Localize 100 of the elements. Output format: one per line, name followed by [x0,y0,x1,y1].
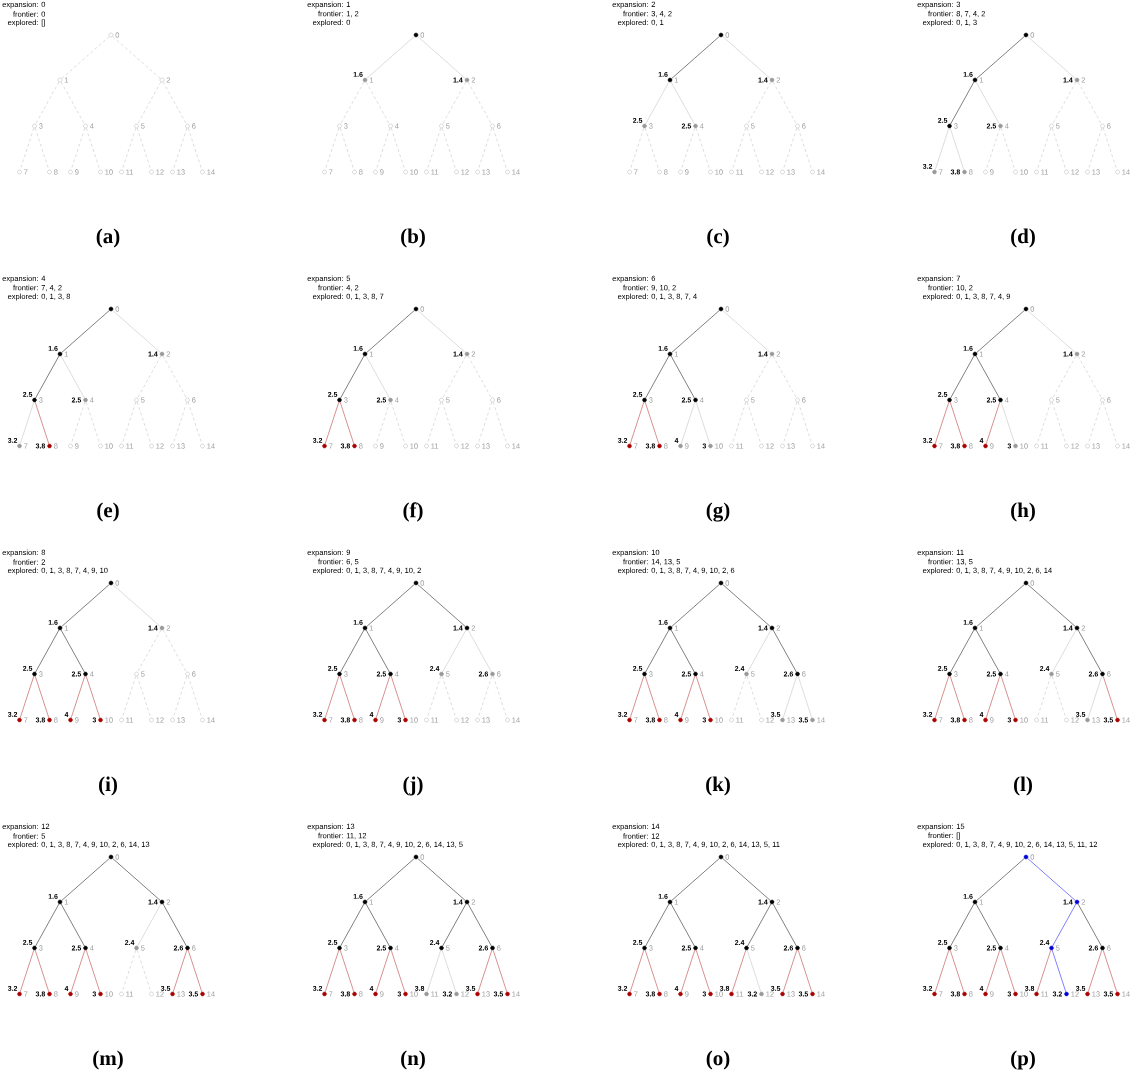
tree-edge [680,127,696,171]
tree-edge [1036,401,1052,445]
tree-edge [722,584,771,627]
tree-edge [375,127,391,171]
tree-edge [34,675,50,719]
tree-edge [35,629,60,673]
tree-edge [949,949,965,993]
tree-edge [324,675,340,719]
tree-edge [645,903,670,947]
tree-edge [492,127,508,171]
tree-edge [441,401,457,445]
tree-edge [172,127,188,171]
tree-edge [797,949,813,993]
tree-edge [467,81,492,125]
tree-edge [375,675,391,719]
tree-edge [950,81,975,125]
tree-edge [670,629,695,673]
tree-edge [390,675,406,719]
tree-edge [747,903,772,947]
tree-edge [136,675,152,719]
tree-edge [121,675,137,719]
tree-edge [187,949,203,993]
tree-edge [162,903,187,947]
tree-edge [731,127,747,171]
tree-edge [136,401,152,445]
tree-edge [85,675,101,719]
tree-edge [670,903,695,947]
tree-edge [70,401,86,445]
tree-edge [747,81,772,125]
tree-edge [136,127,152,171]
tree-edge [782,401,798,445]
tree-edge [426,401,442,445]
tree-edge [671,858,720,901]
tree-edge [1027,36,1076,79]
tree-edge [339,675,355,719]
tree-edge [934,127,950,171]
tree-edge [1000,675,1016,719]
tree-edge [1087,949,1103,993]
tree-edge [366,310,415,353]
tree-edge [772,903,797,947]
tree-edge [746,675,762,719]
tree-edge [950,903,975,947]
tree-edge [477,127,493,171]
tree-edge [85,401,101,445]
tree-edge [467,355,492,399]
tree-edge [85,127,101,171]
tree-edge [35,903,60,947]
tree-edge [60,355,85,399]
tree-edge [477,401,493,445]
tree-edge [324,401,340,445]
tree-edge [467,629,492,673]
panel-label: (a) [96,228,120,248]
tree-edge [985,127,1001,171]
tree-edge [137,81,162,125]
tree-edge [746,949,762,993]
tree-edge [339,127,355,171]
tree-edge [492,401,508,445]
tree-edge [722,858,771,901]
tree-edge [1036,127,1052,171]
tree-edge [477,675,493,719]
tree-edge [375,949,391,993]
tree-edge [1052,903,1077,947]
tree-edge [629,949,645,993]
panel-label: (j) [403,776,423,796]
tree-edge [35,355,60,399]
tree-edge [137,629,162,673]
tree-edge [442,903,467,947]
tree-edge [112,310,161,353]
tree-edge [441,127,457,171]
tree-edge [695,675,711,719]
tree-edge [975,81,1000,125]
tree-edge [19,949,35,993]
tree-edge [441,675,457,719]
tree-edge [121,127,137,171]
tree-edge [112,858,161,901]
tree-edge [492,675,508,719]
tree-edge [172,401,188,445]
panel-label: (i) [99,776,117,796]
tree-edge [722,36,771,79]
tree-edge [797,401,813,445]
tree-edge [60,903,85,947]
panel-label: (e) [97,502,119,522]
tree-edge [680,401,696,445]
tree-edge [34,401,50,445]
tree-edge [695,949,711,993]
tree-edge [172,675,188,719]
tree-edge [772,355,797,399]
tree-edge [976,858,1025,901]
tree-edge [390,401,406,445]
tree-edge [442,629,467,673]
tree-edge [975,355,1000,399]
tree-edge [375,401,391,445]
tree-edge [975,629,1000,673]
tree-edge [390,127,406,171]
tree-edge [1087,675,1103,719]
panel-label: (o) [706,1050,730,1070]
tree-edge [324,949,340,993]
tree-edge [1000,401,1016,445]
tree-edge [772,629,797,673]
tree-edge [441,949,457,993]
